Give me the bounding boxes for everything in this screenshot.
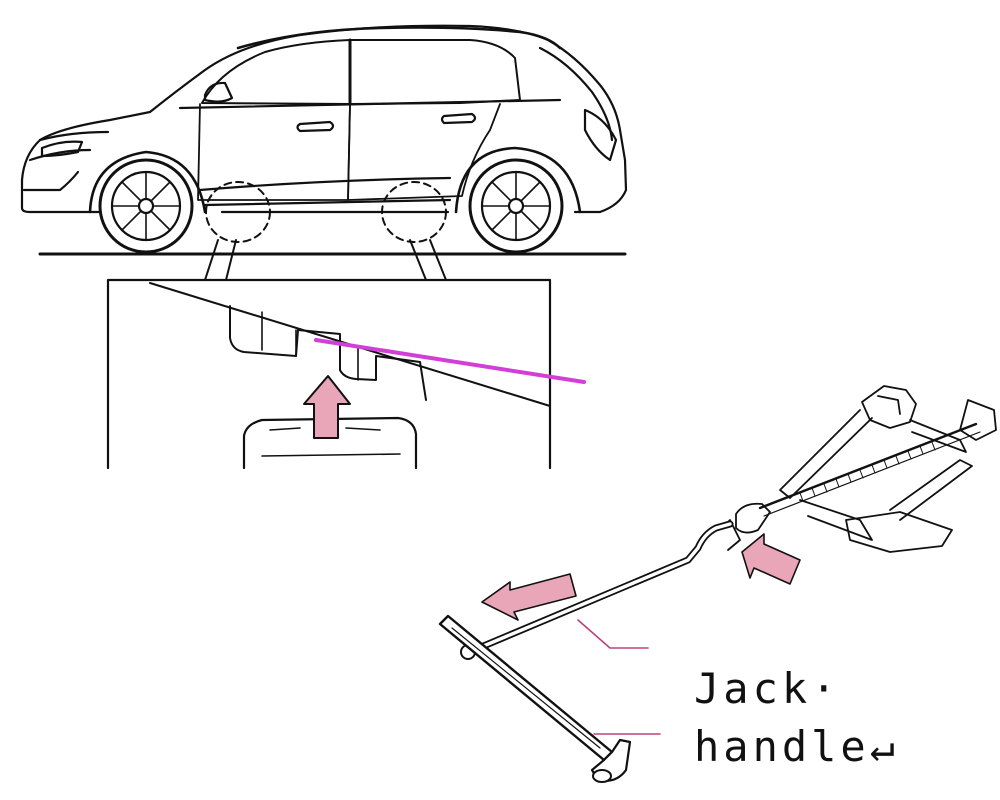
jack-label: Jack· xyxy=(694,664,841,713)
front-fascia xyxy=(22,130,110,192)
direction-arrow-icon xyxy=(481,573,577,621)
jack-point-detail-icon xyxy=(106,278,586,470)
detail-callout-lines xyxy=(204,239,447,281)
front-jack-point-marker xyxy=(205,181,271,243)
front-wheel xyxy=(98,158,194,254)
front-wheel-arch xyxy=(88,150,207,214)
rear-quarter xyxy=(538,46,614,142)
window-frame xyxy=(201,39,521,105)
roof-rail xyxy=(236,26,562,50)
detail-frame xyxy=(106,278,552,470)
rear-wheel xyxy=(468,158,564,254)
tail-light xyxy=(583,108,618,162)
jack-handle-icon xyxy=(438,520,734,783)
belt-line xyxy=(178,98,562,110)
reference-line xyxy=(314,338,586,384)
front-door-handle xyxy=(296,120,335,133)
rear-jack-point-marker xyxy=(381,181,447,243)
side-mirror xyxy=(203,81,234,103)
jack-leader-line xyxy=(577,619,649,649)
scissor-jack-icon xyxy=(721,385,997,553)
rear-wheel-arch xyxy=(454,146,582,214)
pinch-weld xyxy=(229,305,427,401)
car-body-outline xyxy=(20,24,628,214)
direction-arrow-icon xyxy=(741,533,801,585)
handle-label: handle↵ xyxy=(694,722,900,771)
rear-door-handle xyxy=(440,112,477,125)
side-sill xyxy=(198,176,452,207)
lift-arrow xyxy=(303,375,351,439)
rear-door xyxy=(347,103,501,201)
headlight xyxy=(40,140,84,158)
car-side-icon xyxy=(20,24,628,256)
